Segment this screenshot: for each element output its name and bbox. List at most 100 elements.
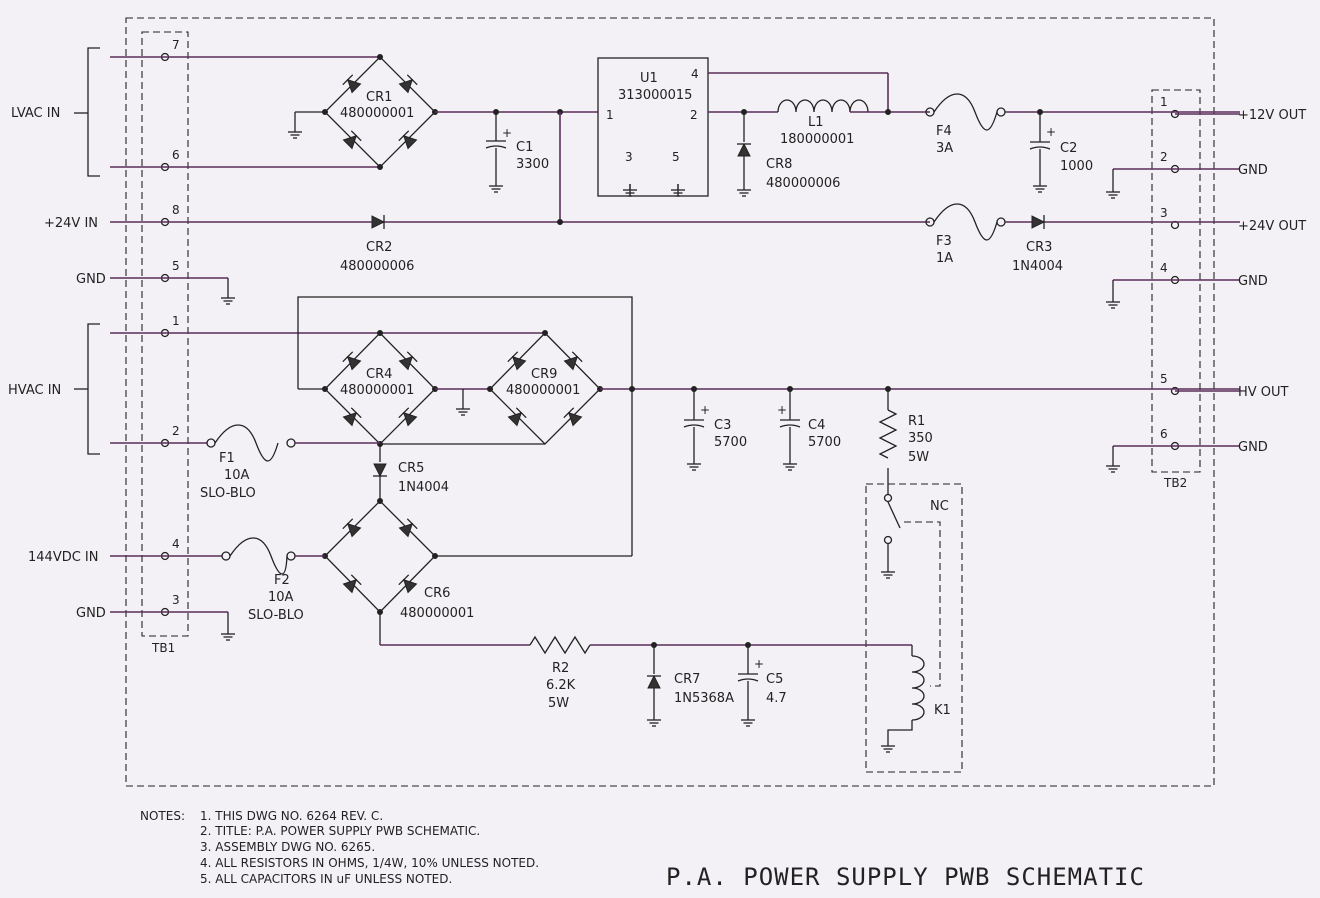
- c3-plus: +: [700, 403, 710, 417]
- out-24v-label: +24V OUT: [1238, 219, 1306, 234]
- hvac-in-label: HVAC IN: [8, 383, 61, 398]
- out-gnd-label-3: GND: [1238, 440, 1268, 455]
- u1-pin3: 3: [625, 150, 633, 164]
- r1-value: 350: [908, 431, 933, 446]
- tb1-box: [141, 31, 189, 637]
- tb2-box: [1151, 89, 1201, 473]
- u1-pin5: 5: [672, 150, 680, 164]
- tb2-pin: 2: [1160, 150, 1168, 164]
- cr5-ref: CR5: [398, 461, 424, 476]
- c5-ref: C5: [766, 672, 783, 687]
- relay-link: [904, 521, 941, 687]
- f2-value: 10A: [268, 590, 294, 605]
- k1-ref: K1: [934, 703, 951, 718]
- cr6-ref: CR6: [424, 586, 450, 601]
- cr9-ref: CR9: [531, 367, 557, 382]
- cr2-ref: CR2: [366, 240, 392, 255]
- board-outline: [125, 17, 1215, 787]
- c2-plus: +: [1046, 125, 1056, 139]
- note-item: 2. TITLE: P.A. POWER SUPPLY PWB SCHEMATI…: [200, 824, 480, 838]
- note-item: 3. ASSEMBLY DWG NO. 6265.: [200, 840, 375, 854]
- u1-regulator: [597, 57, 709, 197]
- cr3-value: 1N4004: [1012, 259, 1063, 274]
- f3-value: 1A: [936, 251, 953, 266]
- cr9-value: 480000001: [506, 383, 580, 398]
- notes-heading: NOTES:: [140, 809, 185, 823]
- r2-resistor: [529, 635, 591, 655]
- u1-value: 313000015: [618, 88, 692, 103]
- tb2-pin: 1: [1160, 95, 1168, 109]
- r1-power: 5W: [908, 450, 929, 465]
- r1-ref: R1: [908, 414, 925, 429]
- r2-power: 5W: [548, 696, 569, 711]
- l1-inductor: [777, 99, 869, 113]
- cr4-ref: CR4: [366, 367, 392, 382]
- k1-box: [865, 483, 963, 773]
- gnd-in-label-1: GND: [76, 272, 106, 287]
- cr8-ref: CR8: [766, 157, 792, 172]
- f2-ref: F2: [274, 573, 290, 588]
- c2-ref: C2: [1060, 141, 1077, 156]
- f1-ref: F1: [219, 451, 235, 466]
- c2-value: 1000: [1060, 159, 1093, 174]
- cr2-value: 480000006: [340, 259, 414, 274]
- cr3-ref: CR3: [1026, 240, 1052, 255]
- f1-type: SLO-BLO: [200, 486, 256, 501]
- c4-plus: +: [777, 403, 787, 417]
- f2-type: SLO-BLO: [248, 608, 304, 623]
- cr4-value: 480000001: [340, 383, 414, 398]
- tb1-pin: 2: [172, 424, 180, 438]
- cr1-value: 480000001: [340, 106, 414, 121]
- u1-pin1: 1: [606, 108, 614, 122]
- cr6-value: 480000001: [400, 606, 474, 621]
- v24-in-label: +24V IN: [44, 216, 98, 231]
- c4-ref: C4: [808, 418, 825, 433]
- c1-ref: C1: [516, 140, 533, 155]
- f1-value-text: 10A: [224, 468, 250, 483]
- out-hv-label: HV OUT: [1238, 385, 1289, 400]
- out-12v-label: +12V OUT: [1238, 108, 1306, 123]
- v144-in-label: 144VDC IN: [28, 550, 98, 565]
- c1-value: 3300: [516, 157, 549, 172]
- tb2-pin: 5: [1160, 372, 1168, 386]
- c5-value: 4.7: [766, 691, 787, 706]
- f3-ref: F3: [936, 234, 952, 249]
- r1-resistor: [878, 409, 898, 459]
- note-item: 4. ALL RESISTORS IN OHMS, 1/4W, 10% UNLE…: [200, 856, 539, 870]
- u1-ref: U1: [640, 71, 658, 86]
- r2-value: 6.2K: [546, 678, 576, 693]
- cr7-ref: CR7: [674, 672, 700, 687]
- tb2-pin: 6: [1160, 427, 1168, 441]
- u1-pin4: 4: [691, 67, 699, 81]
- tb1-pin: 8: [172, 203, 180, 217]
- f4-ref: F4: [936, 124, 952, 139]
- k1-nc-label: NC: [930, 499, 949, 514]
- c3-ref: C3: [714, 418, 731, 433]
- c1-plus: +: [502, 126, 512, 140]
- f1-fuse: [214, 424, 279, 462]
- cr1-ref: CR1: [366, 90, 392, 105]
- cr7-value: 1N5368A: [674, 691, 734, 706]
- f3-fuse: [933, 203, 998, 241]
- k1-coil: [911, 655, 925, 721]
- u1-pin2: 2: [690, 108, 698, 122]
- note-item: 5. ALL CAPACITORS IN uF UNLESS NOTED.: [200, 872, 452, 886]
- r2-ref: R2: [552, 661, 569, 676]
- c3-value: 5700: [714, 435, 747, 450]
- l1-ref: L1: [808, 115, 824, 130]
- out-gnd-label-2: GND: [1238, 274, 1268, 289]
- c5-plus: +: [754, 657, 764, 671]
- cr5-value: 1N4004: [398, 480, 449, 495]
- drawing-title: P.A. POWER SUPPLY PWB SCHEMATIC: [666, 863, 1145, 891]
- tb1-pin: 4: [172, 537, 180, 551]
- tb1-pin: 7: [172, 38, 180, 52]
- note-item: 1. THIS DWG NO. 6264 REV. C.: [200, 809, 383, 823]
- tb2-label: TB2: [1163, 476, 1187, 490]
- cr8-value: 480000006: [766, 176, 840, 191]
- tb1-label: TB1: [151, 641, 175, 655]
- tb1-pin: 1: [172, 314, 180, 328]
- gnd-in-label-2: GND: [76, 606, 106, 621]
- tb2-pin: 3: [1160, 206, 1168, 220]
